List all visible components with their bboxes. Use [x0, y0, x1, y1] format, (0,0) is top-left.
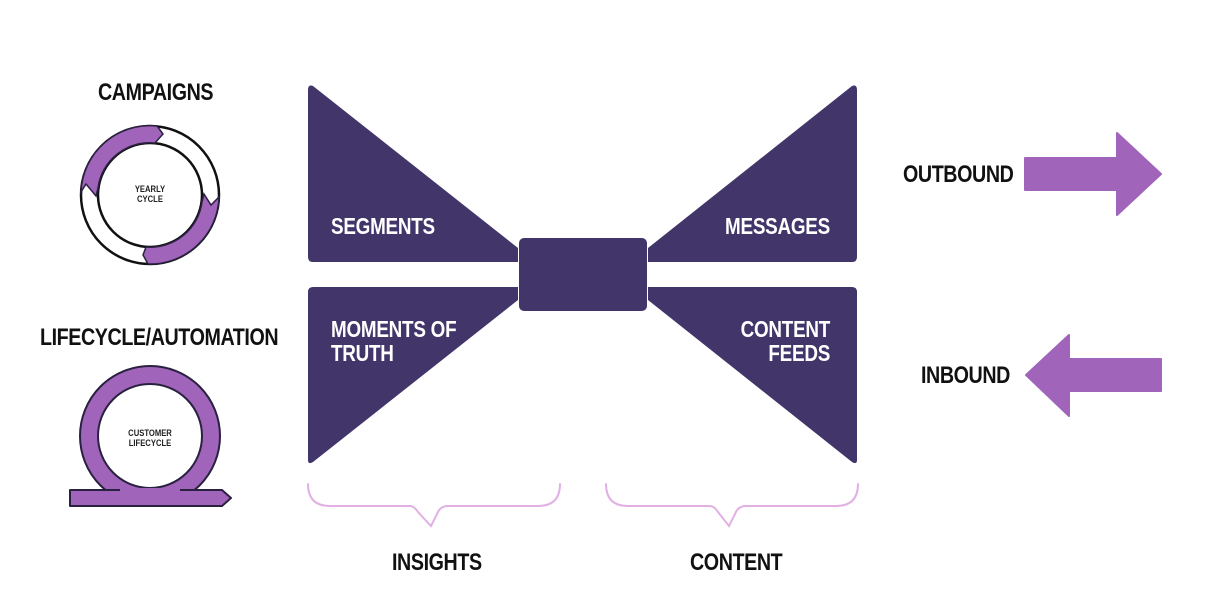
cycle-arrow-segment — [142, 192, 220, 265]
arrow-left-icon — [1025, 334, 1162, 417]
moments-of-truth-line1: MOMENTS OF — [331, 316, 457, 342]
cycle-arrow-segment — [80, 124, 164, 198]
moments-of-truth-line2: TRUTH — [331, 340, 394, 366]
bowtie-top-right-wing — [648, 85, 857, 262]
outbound-label: OUTBOUND — [903, 161, 1014, 188]
bowtie-bottom-left-wing — [308, 287, 518, 464]
content-feeds-line1: CONTENT — [740, 316, 831, 342]
yearly-cycle-arrows-icon — [79, 124, 221, 266]
yearly-cycle-label-line2: CYCLE — [137, 194, 163, 204]
bowtie — [308, 85, 857, 464]
segments-label: SEGMENTS — [331, 213, 435, 239]
loop-arrow-icon — [69, 365, 232, 507]
moments-of-truth-label: MOMENTS OF TRUTH — [331, 316, 457, 366]
insights-bracket — [307, 483, 561, 528]
content-feeds-label: CONTENT FEEDS — [740, 316, 831, 366]
content-label: CONTENT — [690, 549, 783, 576]
bowtie-top-left-wing — [308, 85, 518, 262]
customer-lifecycle-label-line1: CUSTOMER — [128, 428, 172, 438]
customer-lifecycle-label-line2: LIFECYCLE — [128, 438, 172, 448]
inbound-label: INBOUND — [921, 362, 1010, 389]
campaigns-title: CAMPAIGNS — [98, 79, 214, 106]
messages-label: MESSAGES — [725, 213, 830, 239]
content-bracket — [605, 483, 859, 528]
bowtie-knot — [519, 238, 647, 311]
yearly-cycle-label-line1: YEARLY — [134, 184, 166, 194]
loop-tail-arrow — [69, 489, 232, 507]
yearly-cycle-label: YEARLY CYCLE — [125, 184, 176, 204]
arrow-right-icon — [1024, 132, 1162, 216]
content-feeds-line2: FEEDS — [768, 340, 830, 366]
insights-label: INSIGHTS — [392, 549, 482, 576]
bowtie-bottom-right-wing — [648, 287, 857, 464]
customer-lifecycle-label: CUSTOMER LIFECYCLE — [120, 428, 180, 448]
lifecycle-automation-title: LIFECYCLE/AUTOMATION — [40, 324, 279, 351]
